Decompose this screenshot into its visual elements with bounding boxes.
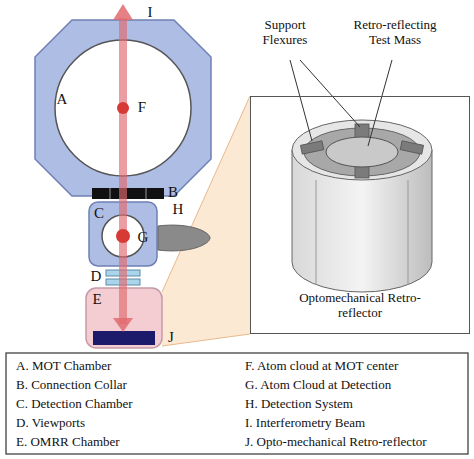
part-label: Support Flexures	[250, 18, 320, 48]
callout-letter: H	[173, 201, 184, 218]
legend-cell: A. MOT Chamber	[16, 359, 111, 374]
legend-cell: F. Atom cloud at MOT center	[245, 359, 398, 374]
callout-letter: C	[94, 205, 104, 222]
support-flexure	[300, 141, 323, 154]
leader-line	[300, 60, 360, 127]
leader-line	[290, 60, 312, 141]
callout-letter: E	[92, 291, 101, 308]
legend-cell: H. Detection System	[245, 397, 353, 412]
callout-letter: I	[148, 4, 153, 21]
beam-arrowhead	[113, 318, 133, 332]
atom-cloud	[117, 102, 129, 114]
support-flexure	[355, 166, 369, 178]
beam-arrowhead	[113, 4, 133, 20]
legend-frame	[6, 353, 468, 454]
support-flexure	[400, 141, 423, 154]
callout-letter: B	[168, 184, 178, 201]
inset-caption: Optomechanical Retro-reflector	[251, 291, 469, 321]
legend-cell: B. Connection Collar	[16, 378, 127, 393]
legend-cell: I. Interferometry Beam	[245, 416, 365, 431]
legend-cell: J. Opto-mechanical Retro-reflector	[245, 435, 427, 450]
part-label: Retro-reflecting Test Mass	[345, 18, 445, 48]
support-flexure	[355, 124, 369, 138]
legend-cell: G. Atom Cloud at Detection	[245, 378, 391, 393]
zoom-line	[162, 334, 250, 346]
connection-collar	[92, 188, 164, 199]
callout-letter: F	[138, 99, 146, 116]
legend-cell: D. Viewports	[16, 416, 85, 431]
retro-reflector	[93, 331, 155, 345]
callout-letter: D	[91, 268, 102, 285]
omrr-rim	[292, 120, 432, 180]
leader-line	[368, 60, 392, 146]
interferometry-beam	[119, 18, 127, 324]
detection-system	[158, 225, 210, 251]
inset-panel: Optomechanical Retro-reflector	[250, 96, 470, 334]
callout-letter: A	[57, 91, 68, 108]
test-mass	[326, 137, 398, 167]
legend-cell: E. OMRR Chamber	[16, 435, 120, 450]
atom-cloud	[116, 229, 130, 243]
callout-letter: J	[168, 329, 174, 346]
legend-cell: C. Detection Chamber	[16, 397, 133, 412]
callout-letter: G	[138, 229, 149, 246]
